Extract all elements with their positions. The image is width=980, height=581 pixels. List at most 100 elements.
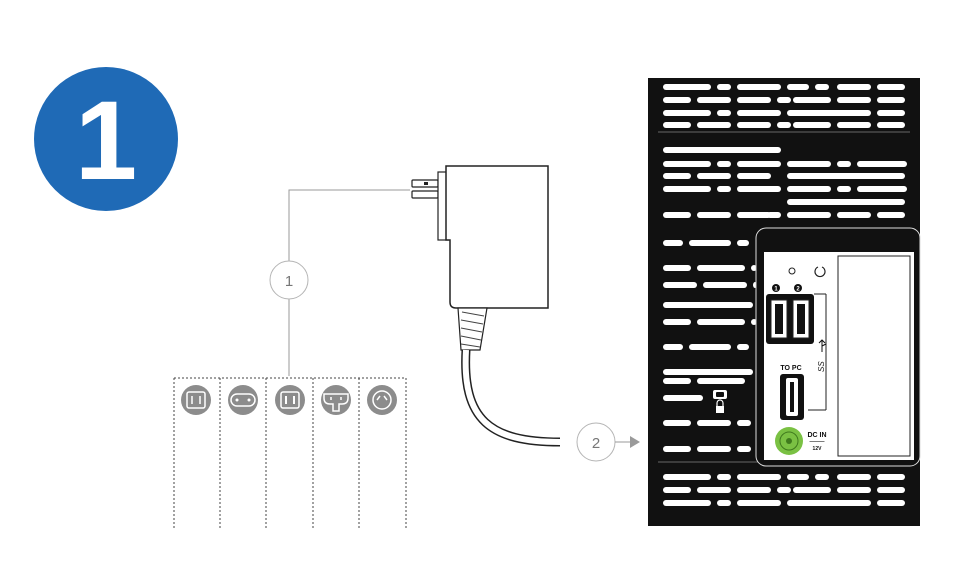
vent-slot: [717, 161, 731, 167]
dc-in-voltage-label: 12V: [813, 446, 823, 452]
vent-slot: [663, 302, 753, 308]
vent-slot: [697, 173, 731, 179]
vent-slot: [737, 240, 749, 246]
vent-slot: [837, 97, 871, 103]
vent-slot: [857, 161, 907, 167]
vent-slot: [737, 186, 781, 192]
vent-slot: [877, 500, 905, 506]
vent-slot: [737, 122, 771, 128]
vent-slot: [793, 122, 831, 128]
vent-slot: [663, 147, 781, 153]
dc-in-label: DC IN: [807, 432, 826, 439]
vent-slot: [663, 265, 691, 271]
vent-slot: [787, 212, 831, 218]
vent-slot: [663, 173, 691, 179]
dc-in-port[interactable]: [775, 427, 803, 455]
vent-slot: [663, 240, 683, 246]
vent-slot: [697, 420, 731, 426]
device-foot-right: [848, 516, 894, 526]
vent-slot: [663, 122, 691, 128]
vent-slot: [697, 97, 731, 103]
vent-slot: [837, 487, 871, 493]
vent-slot: [777, 487, 791, 493]
device-foot-left: [660, 516, 706, 526]
vent-slot: [767, 212, 781, 218]
status-led: [789, 268, 795, 274]
to-pc-port[interactable]: [780, 374, 804, 420]
vent-slot: [877, 474, 905, 480]
vent-slot: [663, 161, 711, 167]
vent-slot: [793, 97, 831, 103]
vent-slot: [663, 344, 683, 350]
plug-type-uk-icon: [321, 385, 351, 415]
arrow-right-icon: [630, 436, 640, 448]
vent-slot: [877, 84, 905, 90]
vent-slot: [777, 122, 791, 128]
dc-in-sub-small: ———: [810, 439, 825, 445]
vent-slot: [737, 487, 771, 493]
adapter-body: [446, 166, 548, 308]
vent-slot: [697, 265, 745, 271]
vent-slot: [787, 161, 831, 167]
vent-slot: [717, 474, 731, 480]
vent-slot: [697, 487, 731, 493]
usb-port-2[interactable]: [793, 300, 809, 338]
power-adapter: [412, 166, 560, 442]
vent-slot: [663, 186, 711, 192]
vent-slot: [663, 420, 691, 426]
vent-slot: [737, 420, 751, 426]
vent-slot: [793, 487, 831, 493]
plug-type-eu-icon: [228, 385, 258, 415]
vent-slot: [737, 500, 781, 506]
vent-slot: [777, 97, 791, 103]
callout-2-label: 2: [592, 435, 600, 452]
plug-type-a-icon: [181, 385, 211, 415]
vent-slot: [697, 319, 745, 325]
vent-slot: [737, 446, 751, 452]
vent-slot: [663, 110, 711, 116]
vent-slot: [837, 84, 871, 90]
vent-slot: [877, 110, 905, 116]
vent-slot: [877, 487, 905, 493]
adapter-prongs: [412, 180, 438, 198]
step-number: 1: [75, 78, 137, 203]
to-pc-label: TO PC: [780, 365, 801, 372]
vent-slot: [663, 487, 691, 493]
vent-slot: [787, 84, 809, 90]
vent-slot: [837, 474, 871, 480]
vent-slot: [857, 186, 907, 192]
vent-slot: [877, 212, 905, 218]
vent-slot: [815, 474, 829, 480]
vent-slot: [697, 378, 745, 384]
vent-slot: [737, 212, 771, 218]
vent-slot: [663, 474, 711, 480]
vent-slot: [837, 122, 871, 128]
vent-slot: [787, 474, 809, 480]
vent-slot: [663, 282, 697, 288]
usb-superspeed-label: SS: [817, 361, 826, 372]
vent-slot: [877, 97, 905, 103]
vent-slot: [697, 212, 731, 218]
vent-slot: [663, 395, 703, 401]
vent-slot: [663, 446, 691, 452]
callout-1-label: 1: [285, 273, 293, 290]
vent-slot: [877, 122, 905, 128]
vent-slot: [663, 500, 711, 506]
step-badge: 1: [34, 67, 178, 211]
vent-slot: [787, 199, 905, 205]
vent-slot: [787, 110, 871, 116]
vent-slot: [737, 474, 781, 480]
vent-slot: [717, 500, 731, 506]
vent-slot: [737, 97, 771, 103]
vent-slot: [837, 161, 851, 167]
security-lock-slot: [713, 390, 727, 399]
plug-types-strip: [174, 378, 406, 528]
vent-slot: [737, 161, 781, 167]
adapter-cable: [466, 350, 560, 442]
vent-slot: [663, 369, 753, 375]
vent-slot: [663, 319, 691, 325]
vent-slot: [737, 344, 749, 350]
usb-port-1[interactable]: [771, 300, 787, 338]
vent-slot: [737, 84, 781, 90]
